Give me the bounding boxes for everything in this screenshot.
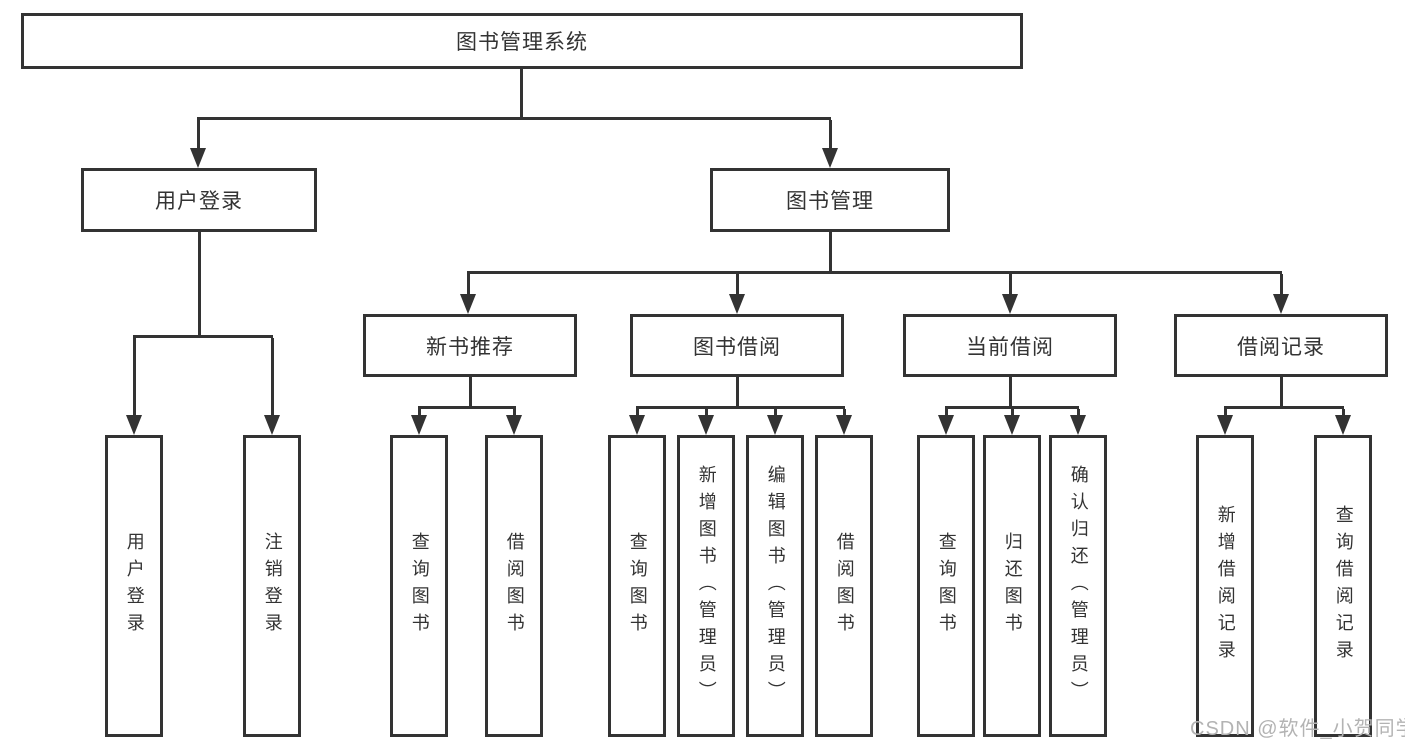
node-label: 查询图书 — [409, 532, 430, 640]
connector-shaft — [1224, 409, 1227, 415]
connector-shaft — [736, 274, 739, 294]
arrowhead-down-icon — [938, 415, 954, 435]
arrowhead-down-icon — [1217, 415, 1233, 435]
leaf-confirm-return-admin: 确认归还（管理员） — [1049, 435, 1107, 737]
node-label: 当前借阅 — [966, 335, 1054, 359]
leaf-return-books: 归还图书 — [983, 435, 1041, 737]
leaf-edit-books-admin: 编辑图书（管理员） — [746, 435, 804, 737]
connector-shaft — [418, 409, 421, 415]
connector-shaft — [1280, 274, 1283, 294]
arrowhead-down-icon — [1335, 415, 1351, 435]
connector-shaft — [271, 338, 274, 415]
leaf-query-books-current: 查询图书 — [917, 435, 975, 737]
node-current-borrowing: 当前借阅 — [903, 314, 1117, 377]
connector-shaft — [705, 409, 708, 415]
connector-shaft — [513, 409, 516, 415]
arrowhead-down-icon — [822, 148, 838, 168]
connector-shaft — [829, 120, 832, 148]
node-label: 借阅图书 — [834, 532, 855, 640]
csdn-watermark: CSDN @软件_小贺同学 — [1190, 718, 1405, 740]
connector-stem — [1009, 377, 1012, 406]
node-label: 新增图书（管理员） — [696, 464, 717, 708]
arrowhead-down-icon — [629, 415, 645, 435]
connector-stem — [469, 377, 472, 406]
connector-branch — [133, 335, 273, 338]
node-book-borrowing: 图书借阅 — [630, 314, 844, 377]
leaf-borrow-books-recommend: 借阅图书 — [485, 435, 543, 737]
connector-branch — [636, 406, 845, 409]
connector-stem — [1280, 377, 1283, 406]
arrowhead-down-icon — [506, 415, 522, 435]
leaf-borrow-books-borrowing: 借阅图书 — [815, 435, 873, 737]
node-label: 用户登录 — [124, 532, 145, 640]
arrowhead-down-icon — [836, 415, 852, 435]
connector-shaft — [197, 120, 200, 148]
node-label: 新书推荐 — [426, 335, 514, 359]
arrowhead-down-icon — [126, 415, 142, 435]
leaf-logout-login: 注销登录 — [243, 435, 301, 737]
node-label: 注销登录 — [262, 532, 283, 640]
arrowhead-down-icon — [1070, 415, 1086, 435]
node-root: 图书管理系统 — [21, 13, 1023, 69]
arrowhead-down-icon — [1273, 294, 1289, 314]
node-label: 查询图书 — [936, 532, 957, 640]
arrowhead-down-icon — [698, 415, 714, 435]
node-label: 归还图书 — [1002, 532, 1023, 640]
node-label: 确认归还（管理员） — [1068, 464, 1089, 708]
connector-branch — [467, 271, 1282, 274]
connector-root-stem — [520, 69, 523, 120]
node-new-book-recommend: 新书推荐 — [363, 314, 577, 377]
node-label: 编辑图书（管理员） — [765, 464, 786, 708]
connector-branch — [418, 406, 516, 409]
arrowhead-down-icon — [1002, 294, 1018, 314]
connector-shaft — [774, 409, 777, 415]
connector-shaft — [1011, 409, 1014, 415]
leaf-add-books-admin: 新增图书（管理员） — [677, 435, 735, 737]
connector-shaft — [467, 274, 470, 294]
leaf-add-borrow-record: 新增借阅记录 — [1196, 435, 1254, 737]
arrowhead-down-icon — [264, 415, 280, 435]
node-label: 图书管理 — [786, 190, 874, 213]
connector-shaft — [1077, 409, 1080, 415]
node-user-login: 用户登录 — [81, 168, 317, 232]
connector-shaft — [1009, 274, 1012, 294]
node-label: 借阅记录 — [1237, 335, 1325, 359]
connector-stem — [736, 377, 739, 406]
node-label: 查询借阅记录 — [1333, 505, 1354, 667]
leaf-user-login: 用户登录 — [105, 435, 163, 737]
node-label: 新增借阅记录 — [1215, 505, 1236, 667]
node-label: 图书借阅 — [693, 335, 781, 359]
arrowhead-down-icon — [767, 415, 783, 435]
connector-shaft — [945, 409, 948, 415]
connector-shaft — [843, 409, 846, 415]
leaf-query-books-borrowing: 查询图书 — [608, 435, 666, 737]
leaf-query-books-recommend: 查询图书 — [390, 435, 448, 737]
node-borrowing-records: 借阅记录 — [1174, 314, 1388, 377]
arrowhead-down-icon — [1004, 415, 1020, 435]
arrowhead-down-icon — [411, 415, 427, 435]
arrowhead-down-icon — [729, 294, 745, 314]
connector-root-branch — [197, 117, 831, 120]
connector-branch — [945, 406, 1079, 409]
connector-shaft — [133, 338, 136, 415]
node-label: 借阅图书 — [504, 532, 525, 640]
connector-stem — [198, 232, 201, 335]
connector-stem — [829, 232, 832, 271]
connector-branch — [1224, 406, 1344, 409]
leaf-query-borrow-record: 查询借阅记录 — [1314, 435, 1372, 737]
node-label: 图书管理系统 — [456, 31, 588, 54]
node-book-management: 图书管理 — [710, 168, 950, 232]
node-label: 查询图书 — [627, 532, 648, 640]
arrowhead-down-icon — [190, 148, 206, 168]
node-label: 用户登录 — [155, 190, 243, 213]
arrowhead-down-icon — [460, 294, 476, 314]
connector-shaft — [1342, 409, 1345, 415]
connector-shaft — [636, 409, 639, 415]
